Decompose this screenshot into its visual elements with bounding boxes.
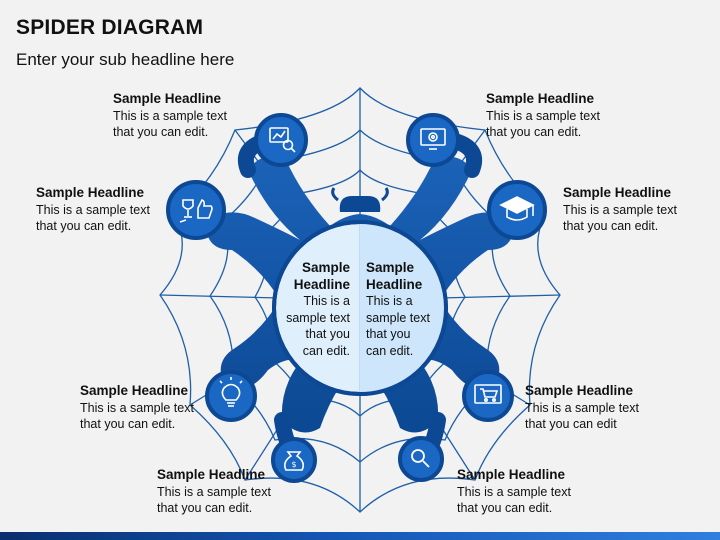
label-top-left: Sample Headline This is a sample text th…	[113, 91, 273, 141]
money-bag-icon: $	[284, 451, 304, 471]
label-lower-left: Sample Headline This is a sample text th…	[80, 383, 240, 433]
label-line: This is a sample text	[36, 202, 150, 217]
label-line: that you can edit.	[36, 219, 132, 233]
center-left-headline-2: Headline	[293, 277, 350, 292]
label-line: that you can edit.	[157, 501, 253, 515]
label-headline: Sample Headline	[457, 467, 566, 482]
label-bottom-left: Sample Headline This is a sample text th…	[157, 467, 317, 517]
page-subtitle: Enter your sub headline here	[16, 50, 235, 69]
label-line: that you can edit.	[80, 417, 176, 431]
label-headline: Sample Headline	[36, 185, 145, 200]
label-line: that you can edit.	[486, 125, 582, 139]
monitor-gear-icon	[420, 128, 446, 150]
center-right-text: Sample Headline This is a sample text th…	[366, 259, 446, 359]
center-right-line-4: can edit.	[366, 343, 414, 358]
label-line: This is a sample text	[157, 484, 271, 499]
label-line: This is a sample text	[525, 400, 639, 415]
node-top-left	[254, 113, 308, 167]
node-lower-right	[462, 370, 514, 422]
label-line: that you can edit.	[113, 125, 209, 139]
label-headline: Sample Headline	[113, 91, 222, 106]
label-line: This is a sample text	[80, 400, 194, 415]
label-headline: Sample Headline	[563, 185, 672, 200]
label-line: This is a sample text	[486, 108, 600, 123]
search-icon	[411, 449, 430, 468]
label-lower-right: Sample Headline This is a sample text th…	[525, 383, 685, 433]
node-top-right	[406, 113, 460, 167]
label-upper-left: Sample Headline This is a sample text th…	[36, 185, 196, 235]
center-right-headline-1: Sample	[366, 260, 415, 275]
node-lower-left	[205, 370, 257, 422]
label-line: that you can edit.	[457, 501, 553, 515]
footer-bar	[0, 532, 720, 540]
center-right-line-1: This is a	[366, 294, 413, 308]
label-headline: Sample Headline	[525, 383, 634, 398]
center-right-line-3: that you	[366, 327, 411, 341]
page-title: SPIDER DIAGRAM	[16, 16, 204, 39]
label-line: that you can edit.	[563, 219, 659, 233]
label-line: that you can edit	[525, 417, 617, 431]
center-left-text: Sample Headline This is a sample text th…	[272, 259, 350, 359]
node-bottom-right	[398, 436, 444, 482]
center-left-line-4: can edit.	[302, 343, 350, 358]
label-headline: Sample Headline	[157, 467, 266, 482]
center-left-line-3: that you	[305, 327, 350, 341]
label-line: This is a sample text	[113, 108, 227, 123]
label-top-right: Sample Headline This is a sample text th…	[486, 91, 646, 141]
center-left-line-1: This is a	[303, 294, 350, 308]
center-left-headline-1: Sample	[301, 260, 350, 275]
node-bottom-left: $	[271, 437, 317, 483]
trophy-thumbs-up-icon	[179, 199, 213, 223]
shopping-cart-monitor-icon	[474, 384, 502, 404]
label-headline: Sample Headline	[80, 383, 189, 398]
lightbulb-icon	[219, 377, 243, 407]
label-upper-right: Sample Headline This is a sample text th…	[563, 185, 720, 235]
label-line: This is a sample text	[457, 484, 571, 499]
center-right-line-2: sample text	[366, 310, 430, 325]
node-upper-left	[166, 180, 226, 240]
label-headline: Sample Headline	[486, 91, 595, 106]
graduation-cap-icon	[499, 196, 535, 221]
chart-magnifier-icon	[269, 127, 296, 153]
center-left-line-2: sample text	[286, 310, 350, 325]
node-upper-right	[487, 180, 547, 240]
label-bottom-right: Sample Headline This is a sample text th…	[457, 467, 617, 517]
svg-text:$: $	[291, 460, 296, 469]
label-line: This is a sample text	[563, 202, 677, 217]
center-right-headline-2: Headline	[366, 277, 423, 292]
